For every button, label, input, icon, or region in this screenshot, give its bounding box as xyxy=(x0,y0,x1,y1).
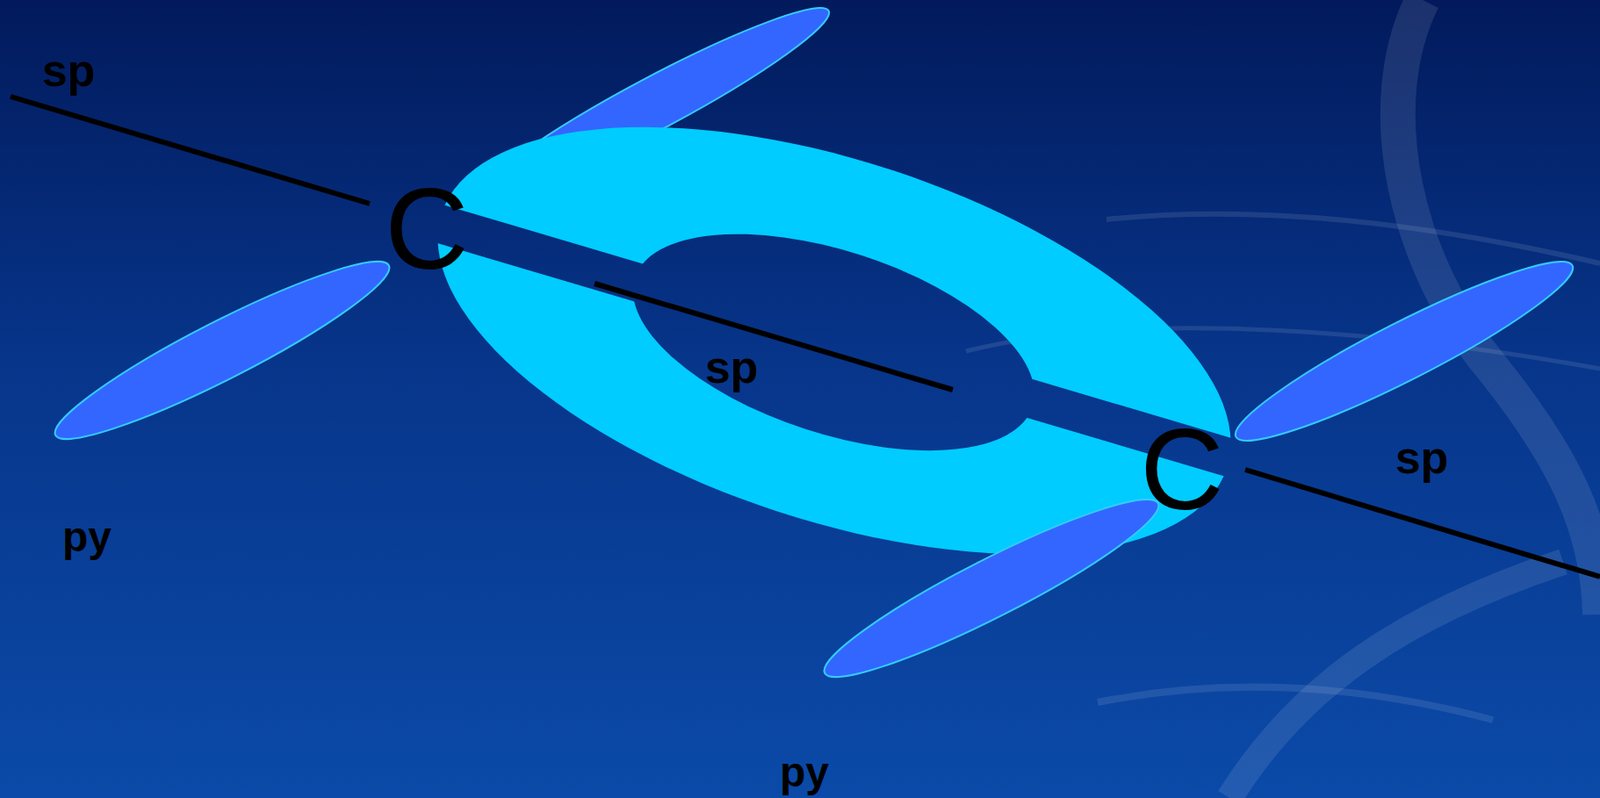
atom-symbol: C xyxy=(1139,411,1224,528)
orbital-label: py xyxy=(62,516,112,559)
atom-symbol: C xyxy=(384,171,469,288)
orbital-label: py xyxy=(779,751,829,794)
pi-bond-ring xyxy=(386,42,1283,641)
orbital-label: sp xyxy=(705,344,759,390)
orbital-label: sp xyxy=(1395,434,1449,481)
p-orbital-lobe xyxy=(811,477,1172,700)
orbital-label: sp xyxy=(42,47,96,94)
